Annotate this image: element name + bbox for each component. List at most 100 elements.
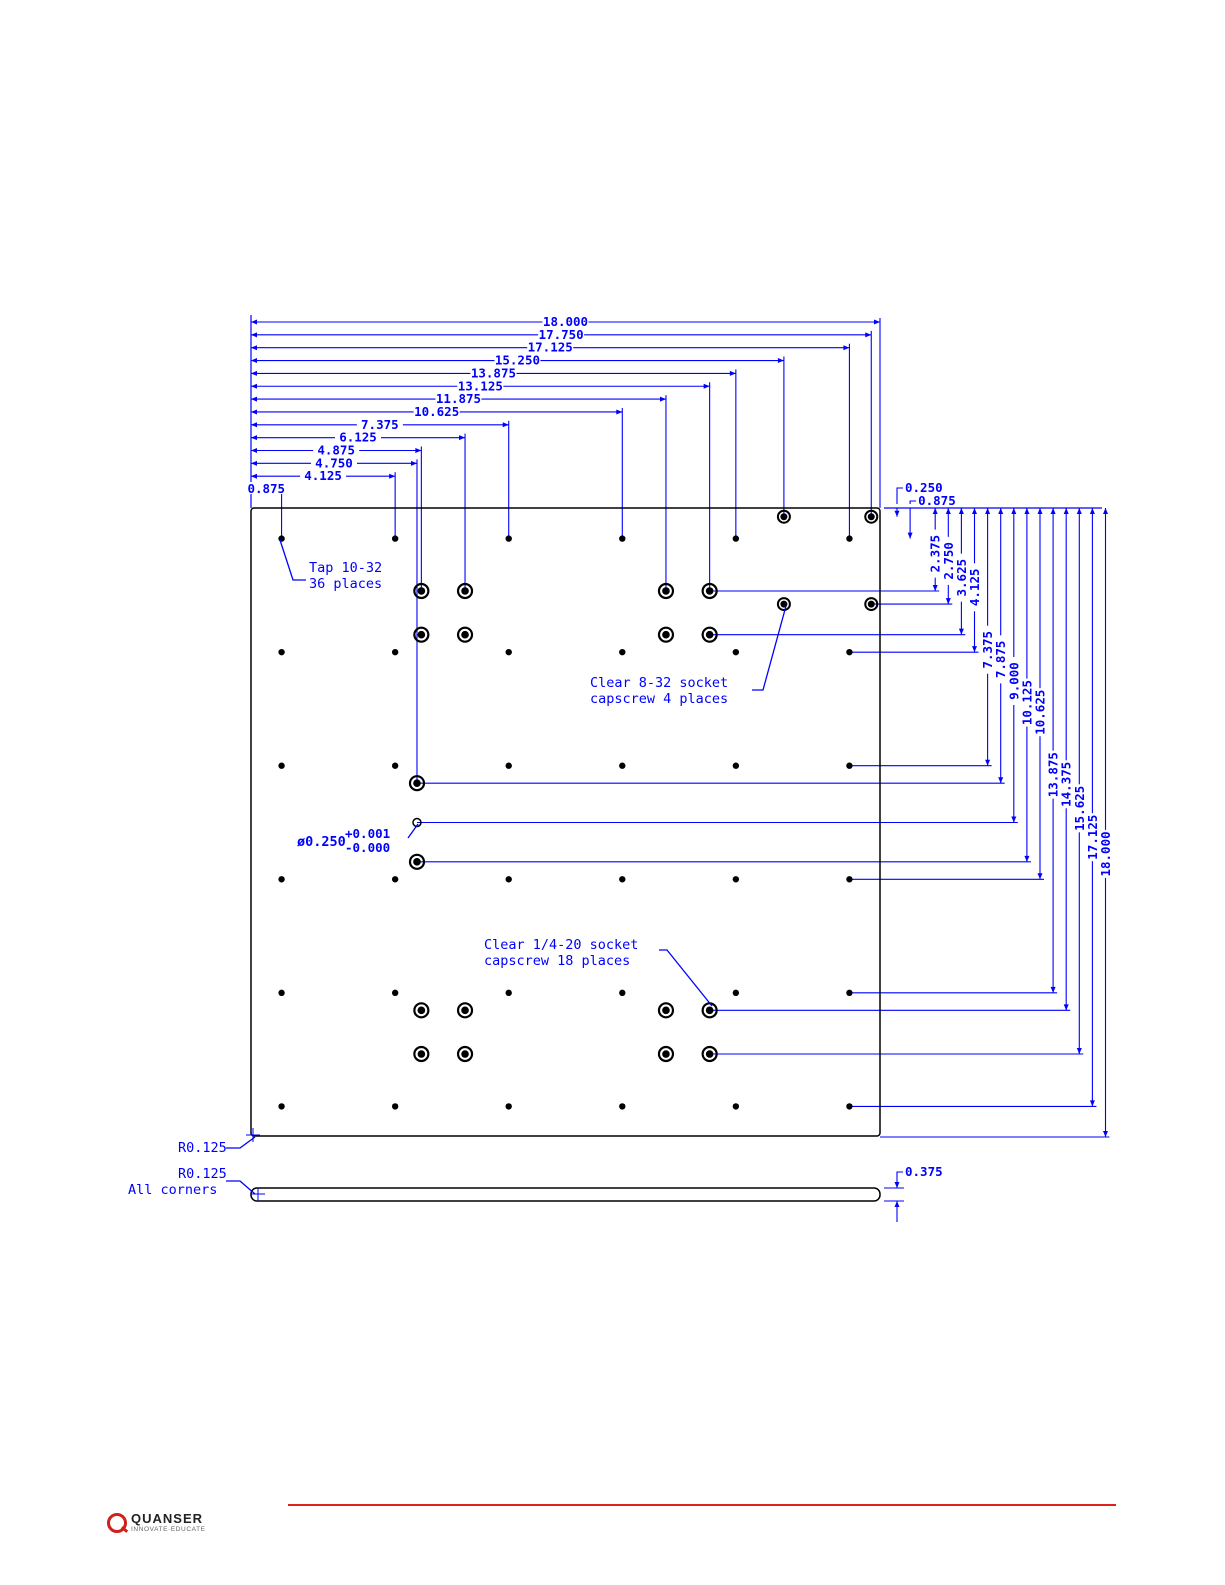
v-dim-label: 7.875 — [993, 641, 1008, 679]
dimension-layer: 18.00017.75017.12515.25013.87513.12511.8… — [243, 314, 1113, 1222]
tap-hole — [278, 762, 285, 769]
counterbore-center — [662, 1006, 670, 1015]
clearance-hole-832 — [776, 597, 791, 612]
v-dim-label: 9.000 — [1006, 662, 1021, 700]
tap-hole — [278, 535, 285, 542]
v-dim-label: 10.625 — [1033, 690, 1048, 735]
h-dim-label: 7.375 — [361, 417, 399, 432]
counterbore-hole — [657, 1045, 675, 1063]
counterbore-center — [662, 1050, 670, 1058]
tap-hole — [505, 876, 512, 883]
counterbore-hole — [657, 1002, 675, 1019]
tap-hole — [505, 648, 512, 656]
tap-hole — [732, 1103, 740, 1110]
h-dim-label: 11.875 — [436, 391, 481, 406]
counterbore-hole — [657, 626, 675, 643]
clear1420-note-line1: Clear 1/4-20 socket — [484, 937, 638, 953]
counterbore-center — [461, 587, 469, 595]
q-logo-icon — [107, 1512, 127, 1533]
radius-note-top: R0.125 — [178, 1140, 227, 1156]
tap-hole — [391, 762, 399, 769]
counterbore-hole — [456, 1045, 474, 1063]
counterbore-center — [461, 630, 469, 639]
tap-hole — [391, 989, 399, 997]
counterbore-center — [705, 1050, 714, 1058]
tap-hole — [846, 989, 853, 997]
tap-hole — [619, 876, 626, 883]
counterbore-hole — [408, 853, 426, 870]
tap-hole — [732, 876, 740, 883]
counterbore-center — [417, 1050, 426, 1058]
v-dim-label: 2.750 — [941, 542, 956, 580]
tap-hole — [732, 535, 740, 542]
counterbore-center — [705, 587, 714, 595]
footer-rule — [288, 1504, 1116, 1506]
tap-hole — [278, 876, 285, 883]
h-dim-label: 4.875 — [317, 443, 355, 458]
v-dim-label: 3.625 — [954, 559, 969, 597]
clearance-hole-832 — [864, 509, 879, 524]
counterbore-center — [417, 587, 426, 595]
tap-hole — [732, 762, 740, 769]
v-dim-label: 7.375 — [980, 631, 995, 669]
h-dim-label: 0.875 — [247, 481, 285, 496]
counterbore-hole — [408, 775, 426, 792]
counterbore-hole — [413, 1002, 430, 1019]
v-dim-label: 14.375 — [1059, 762, 1074, 807]
counterbore-center — [413, 779, 421, 787]
clear1420-note-line2: capscrew 18 places — [484, 953, 630, 969]
counterbore-hole — [657, 582, 675, 600]
tap-hole — [619, 762, 626, 769]
counterbore-center — [461, 1006, 469, 1015]
h-dim-label: 18.000 — [543, 314, 588, 329]
tap-hole — [278, 989, 285, 997]
holes-layer — [278, 509, 879, 1110]
tap-note-line2: 36 places — [309, 576, 382, 592]
clearance-hole-832-center — [867, 513, 875, 521]
clearance-hole-832 — [864, 597, 879, 612]
v-dim-label: 18.000 — [1098, 831, 1113, 876]
v-dim-label: 10.125 — [1019, 680, 1034, 725]
logo-tagline: INNOVATE·EDUCATE — [131, 1526, 206, 1533]
radius-note-all-corners: All corners — [128, 1182, 217, 1198]
thickness-dim-label: 0.375 — [905, 1164, 943, 1179]
clearance-hole-832 — [776, 509, 791, 524]
counterbore-hole — [701, 582, 718, 600]
tap-hole — [391, 535, 399, 542]
tap-hole — [732, 989, 740, 997]
tap-hole — [619, 535, 626, 542]
tap-hole — [391, 648, 399, 656]
counterbore-center — [705, 1006, 714, 1015]
counterbore-hole — [413, 626, 430, 643]
logo-name: QUANSER — [131, 1511, 204, 1526]
counterbore-hole — [413, 1045, 430, 1063]
dia-minus: -0.000 — [345, 840, 390, 855]
clear832-note-line1: Clear 8-32 socket — [590, 675, 728, 691]
counterbore-center — [662, 587, 670, 595]
tap-hole — [391, 1103, 399, 1110]
tap-hole — [619, 989, 626, 997]
counterbore-center — [417, 1006, 426, 1015]
counterbore-hole — [456, 1002, 474, 1019]
clearance-hole-832-center — [867, 600, 875, 608]
counterbore-hole — [456, 626, 474, 643]
v-dim-label: 2.375 — [928, 535, 943, 573]
counterbore-center — [417, 630, 426, 639]
counterbore-hole — [413, 582, 430, 600]
h-dim-label: 6.125 — [339, 430, 377, 445]
counterbore-hole — [701, 626, 718, 643]
h-dim-label: 13.125 — [458, 378, 503, 393]
tap-hole — [505, 989, 512, 997]
dia-main: ø0.250 — [297, 834, 346, 850]
tap-hole — [732, 648, 740, 656]
v-dim-label: 4.125 — [967, 568, 982, 606]
h-dim-label: 4.750 — [315, 455, 353, 470]
tap-hole — [846, 876, 853, 883]
h-dim-label: 15.250 — [495, 353, 540, 368]
clearance-hole-832-center — [780, 600, 788, 608]
clearance-hole-832-center — [780, 513, 788, 521]
tap-hole — [391, 876, 399, 883]
radius-note-side: R0.125 — [178, 1166, 227, 1182]
tap-hole — [278, 648, 285, 656]
tap-hole — [505, 762, 512, 769]
